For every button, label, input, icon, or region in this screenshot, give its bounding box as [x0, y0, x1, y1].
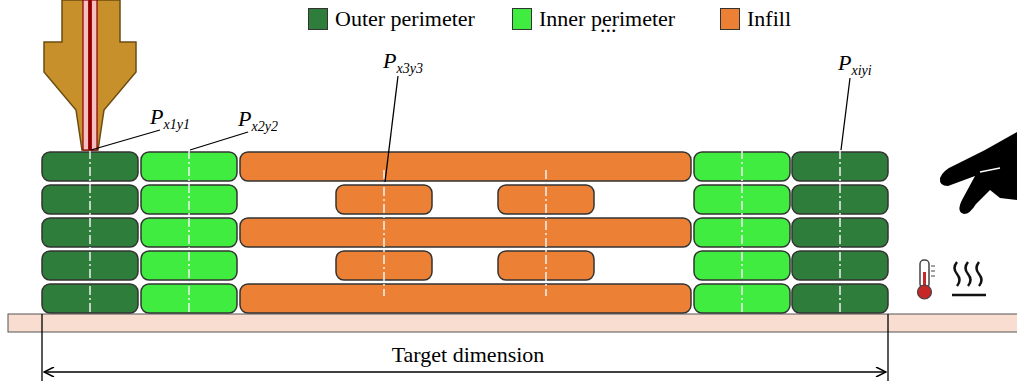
point-label: Px3y3 — [383, 50, 423, 76]
legend-text: Inner perimeter — [539, 6, 675, 32]
legend-entry: Inner perimeter — [512, 6, 675, 32]
legend-entry: Outer perimeter — [308, 6, 475, 32]
point-label: Px2y2 — [238, 108, 278, 134]
hand-icon — [940, 132, 1017, 214]
heat-icon — [952, 262, 986, 295]
legend-text: Infill — [747, 6, 791, 32]
legend-text: Outer perimeter — [335, 6, 475, 32]
layer-stack — [42, 152, 888, 313]
dimension-label: Target dimension — [389, 344, 548, 366]
legend-swatch — [512, 8, 532, 30]
legend-swatch — [308, 8, 328, 30]
leader-lines — [91, 76, 850, 182]
point-label: Pxiyi — [838, 52, 872, 78]
thermometer-icon — [918, 260, 936, 299]
build-plate — [8, 314, 1017, 332]
target-dimension — [42, 314, 888, 381]
nozzle — [44, 0, 136, 150]
legend-entry: Infill — [720, 6, 791, 32]
centre-lines — [90, 150, 840, 313]
point-label: Px1y1 — [150, 106, 190, 132]
legend-swatch — [720, 8, 740, 30]
